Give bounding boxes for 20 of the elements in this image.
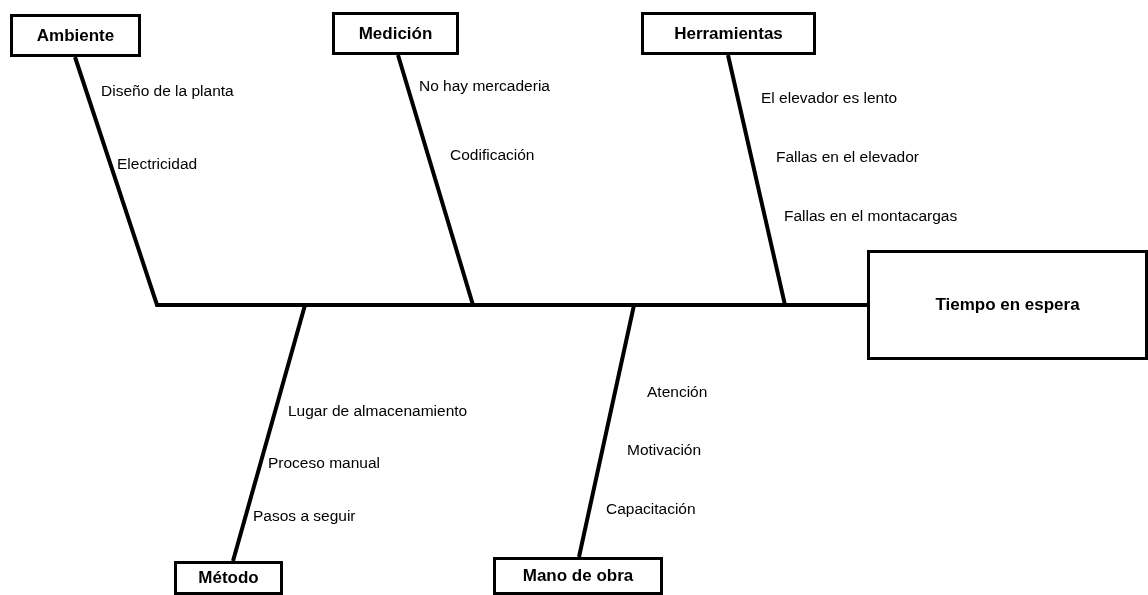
cause-label: Fallas en el elevador <box>776 147 920 167</box>
cause-label: Proceso manual <box>268 453 380 473</box>
cause-label: El elevador es lento <box>761 88 898 108</box>
cause-label: Codificación <box>450 145 535 165</box>
category-box: Herramientas <box>641 12 816 55</box>
fishbone-bone-line <box>577 303 867 558</box>
category-box: Método <box>174 561 283 595</box>
cause-label: Diseño de la planta <box>101 81 234 101</box>
effect-box: Tiempo en espera <box>867 250 1148 360</box>
category-box: Ambiente <box>10 14 141 57</box>
cause-label: Pasos a seguir <box>253 506 356 526</box>
cause-label: Capacitación <box>606 499 696 519</box>
category-box: Mano de obra <box>493 557 663 595</box>
cause-label: Fallas en el montacargas <box>784 206 958 226</box>
cause-label: Lugar de almacenamiento <box>288 401 468 421</box>
category-box: Medición <box>332 12 459 55</box>
cause-label: Electricidad <box>117 154 198 174</box>
cause-label: No hay mercaderia <box>419 76 550 96</box>
cause-label: Motivación <box>627 440 702 460</box>
cause-label: Atención <box>647 382 708 402</box>
